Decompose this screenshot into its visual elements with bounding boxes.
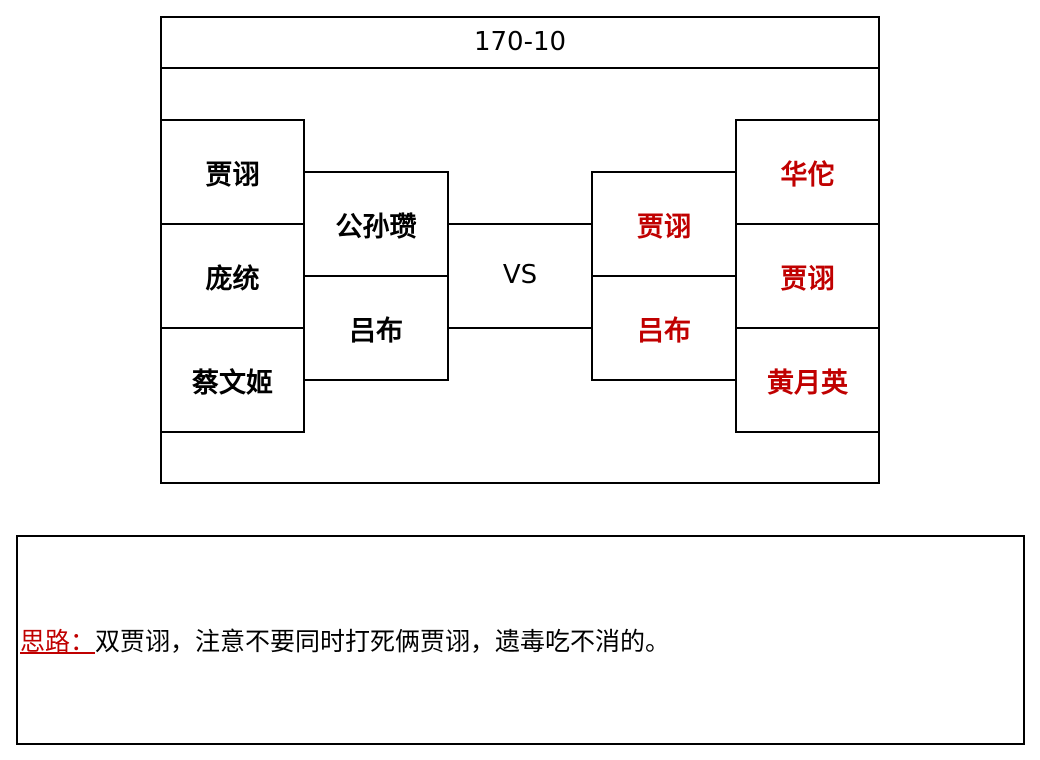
left-back-slot-1: 贾诩	[160, 119, 305, 225]
left-front-slot-2: 吕布	[303, 275, 449, 381]
right-front-slot-2: 吕布	[591, 275, 737, 381]
right-back-slot-3: 黄月英	[735, 327, 880, 433]
right-back-slot-2: 贾诩	[735, 223, 880, 329]
strategy-note-label: 思路：	[20, 627, 96, 656]
connector-left-top	[447, 223, 593, 225]
right-front-slot-1: 贾诩	[591, 171, 737, 277]
left-back-slot-2: 庞统	[160, 223, 305, 329]
left-back-slot-3: 蔡文姬	[160, 327, 305, 433]
strategy-note-box	[16, 535, 1025, 745]
strategy-note-text: 双贾诩，注意不要同时打死俩贾诩，遗毒吃不消的。	[95, 627, 671, 656]
diagram-title: 170-10	[160, 16, 880, 69]
versus-label: VS	[502, 260, 538, 290]
connector-left-bottom	[447, 327, 593, 329]
strategy-note: 思路：双贾诩，注意不要同时打死俩贾诩，遗毒吃不消的。	[20, 622, 670, 658]
right-back-slot-1: 华佗	[735, 119, 880, 225]
left-front-slot-1: 公孙瓒	[303, 171, 449, 277]
